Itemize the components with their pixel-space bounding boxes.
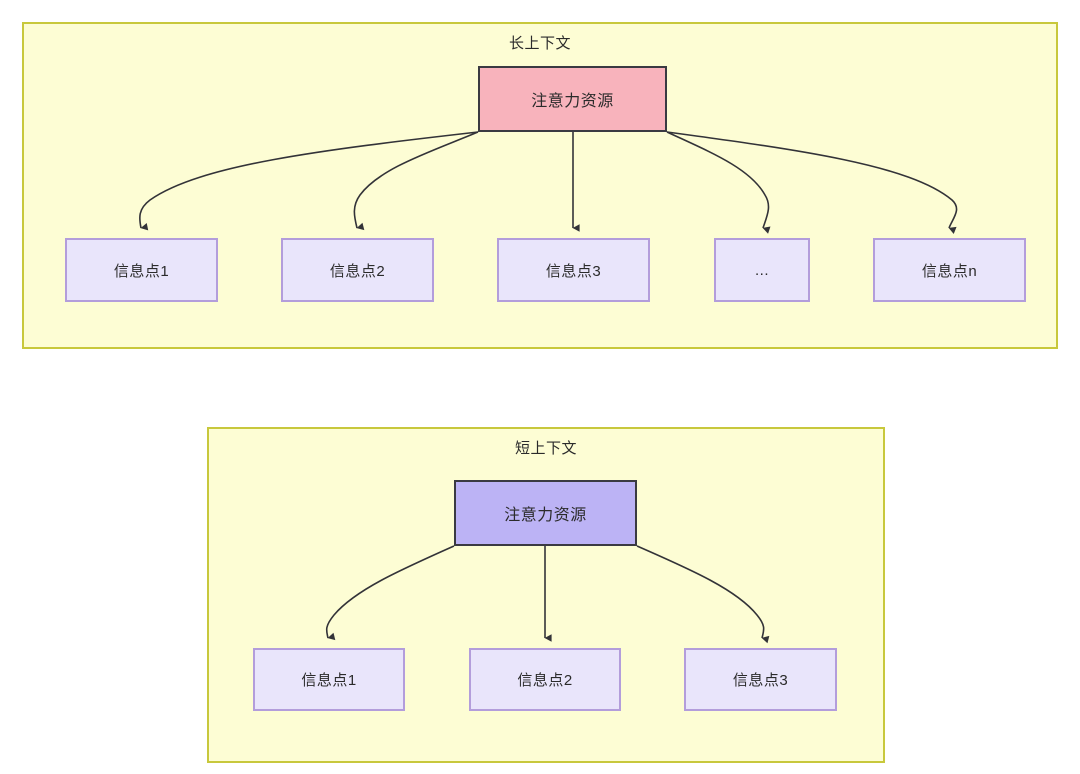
node-long-info-point-2[interactable]: 信息点2 <box>281 238 434 302</box>
node-short-info-point-2[interactable]: 信息点2 <box>469 648 621 711</box>
node-short-info-point-2-label: 信息点2 <box>517 672 573 689</box>
node-long-info-point-n-label: 信息点n <box>921 262 978 280</box>
panel-short-context: 短上下文 <box>207 427 885 763</box>
node-long-info-point-3[interactable]: 信息点3 <box>497 238 650 302</box>
node-long-info-point-1-label: 信息点1 <box>113 262 170 280</box>
node-long-attention-resource-label: 注意力资源 <box>531 93 614 110</box>
node-long-attention-resource[interactable]: 注意力资源 <box>478 66 667 132</box>
node-long-info-point-ellipsis-label: ... <box>754 261 769 279</box>
node-short-info-point-1-label: 信息点1 <box>301 672 357 689</box>
node-long-info-point-ellipsis[interactable]: ... <box>714 238 810 302</box>
node-short-attention-resource-label: 注意力资源 <box>504 507 587 524</box>
panel-long-context-title: 长上下文 <box>508 35 571 52</box>
node-long-info-point-1[interactable]: 信息点1 <box>65 238 218 302</box>
node-short-info-point-1[interactable]: 信息点1 <box>253 648 405 711</box>
node-short-info-point-3[interactable]: 信息点3 <box>684 648 837 711</box>
node-short-info-point-3-label: 信息点3 <box>732 672 789 689</box>
node-long-info-point-3-label: 信息点3 <box>545 262 602 280</box>
node-short-attention-resource[interactable]: 注意力资源 <box>454 480 637 546</box>
node-long-info-point-n[interactable]: 信息点n <box>873 238 1026 302</box>
panel-short-context-title: 短上下文 <box>514 440 577 457</box>
node-long-info-point-2-label: 信息点2 <box>329 262 386 280</box>
